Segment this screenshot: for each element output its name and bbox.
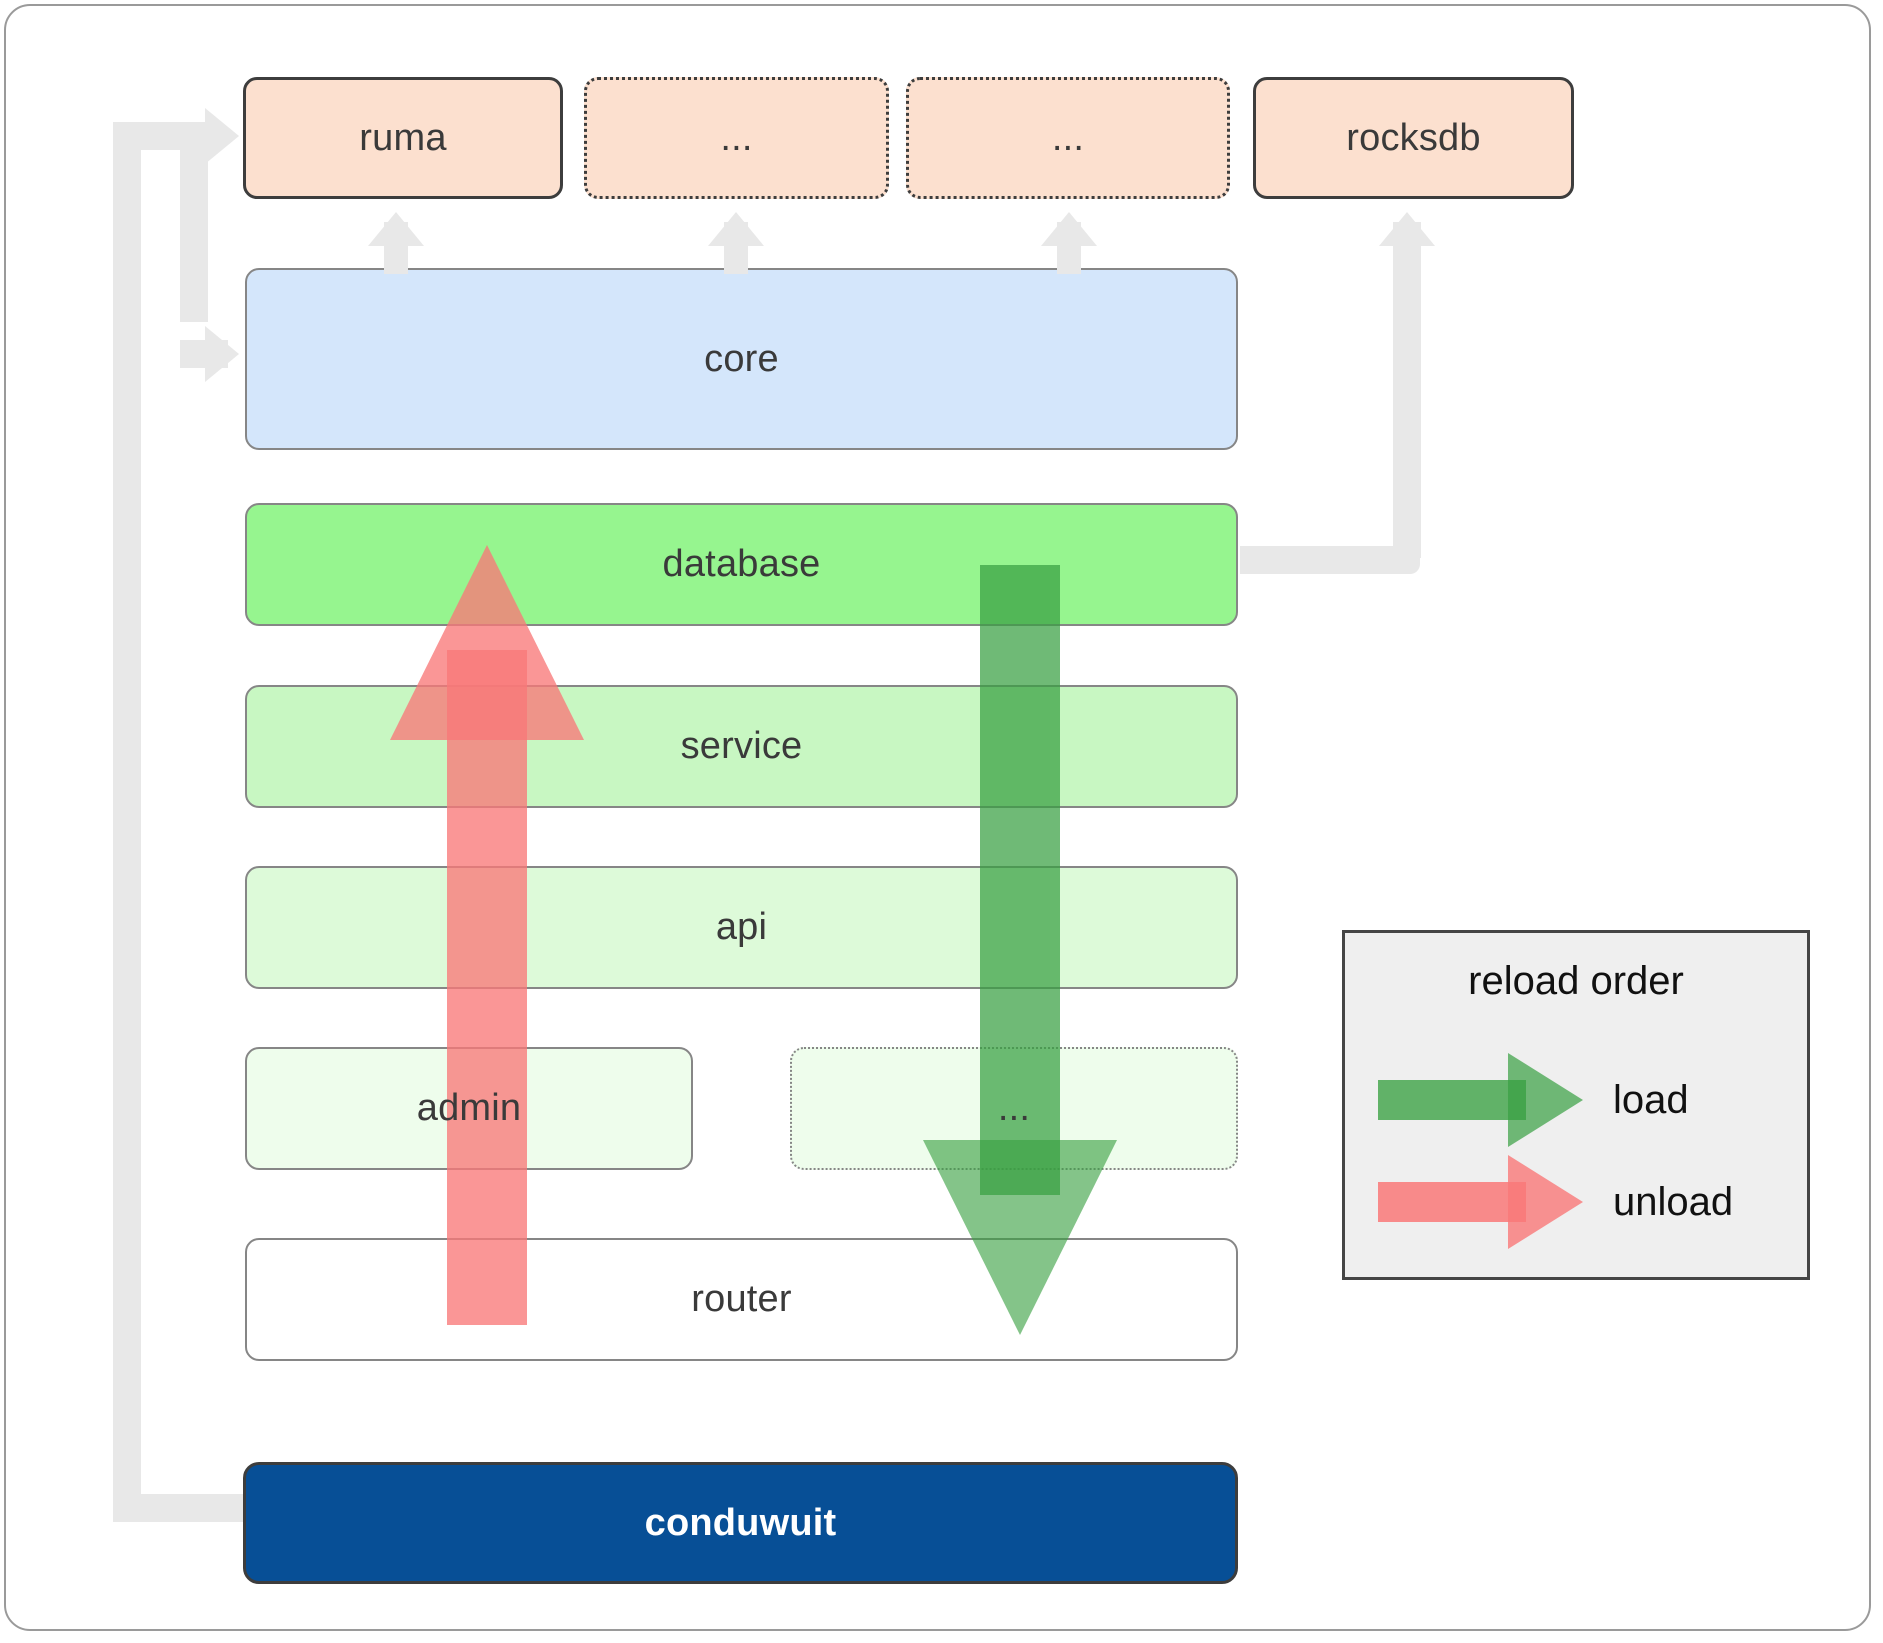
connector-left-rail [113, 122, 141, 1522]
connector-left-to-conduwuit [113, 1494, 243, 1522]
node-dep-dots-1-label: ... [720, 116, 753, 159]
connector-arrow-core [205, 326, 239, 382]
connector-branch-ruma-stem [180, 122, 208, 322]
connector-arrow-up-ruma [368, 212, 424, 246]
load-arrow-head [923, 1140, 1117, 1335]
node-api[interactable]: api [245, 866, 1238, 989]
node-core[interactable]: core [245, 268, 1238, 450]
legend-row-load: load [1378, 1053, 1689, 1147]
legend-unload-label: unload [1613, 1179, 1734, 1224]
node-dep-dots-2[interactable]: ... [906, 77, 1230, 199]
node-rocksdb[interactable]: rocksdb [1253, 77, 1574, 199]
node-core-label: core [704, 337, 779, 380]
connector-arrow-up-dots2 [1041, 212, 1097, 246]
connector-arrow-up-dots1 [708, 212, 764, 246]
node-api-label: api [715, 906, 768, 948]
legend-title: reload order [1468, 959, 1684, 1003]
node-admin-label: admin [416, 1087, 522, 1129]
unload-arrow-shaft [447, 650, 527, 1325]
connector-arrow-up-rocksdb [1379, 212, 1435, 246]
unload-arrow-head [390, 545, 584, 740]
legend-unload-arrow-icon [1378, 1155, 1583, 1249]
node-service-label: service [680, 725, 803, 767]
node-dep-dots-2-label: ... [1051, 116, 1085, 159]
unload-flow-arrow [390, 545, 590, 1325]
node-dep-dots-1[interactable]: ... [584, 77, 889, 199]
legend-load-arrow-icon [1378, 1053, 1583, 1147]
node-ruma[interactable]: ruma [243, 77, 563, 199]
node-ruma-label: ruma [359, 116, 447, 159]
connector-db-to-rocksdb-h [1240, 546, 1420, 574]
connector-arrow-ruma [205, 108, 239, 164]
load-flow-arrow [910, 565, 1130, 1345]
node-conduwuit-label: conduwuit [644, 1501, 837, 1544]
legend-load-label: load [1613, 1077, 1689, 1122]
load-arrow-shaft [980, 565, 1060, 1195]
node-router-label: router [691, 1278, 792, 1320]
node-rocksdb-label: rocksdb [1346, 116, 1481, 159]
node-conduwuit[interactable]: conduwuit [243, 1462, 1238, 1584]
legend-row-unload: unload [1378, 1155, 1733, 1249]
node-leaf-dots-label: ... [997, 1087, 1031, 1129]
node-database-label: database [662, 543, 821, 585]
legend-panel: reload order load unload [1342, 930, 1810, 1280]
connector-db-to-rocksdb-v [1393, 222, 1421, 558]
